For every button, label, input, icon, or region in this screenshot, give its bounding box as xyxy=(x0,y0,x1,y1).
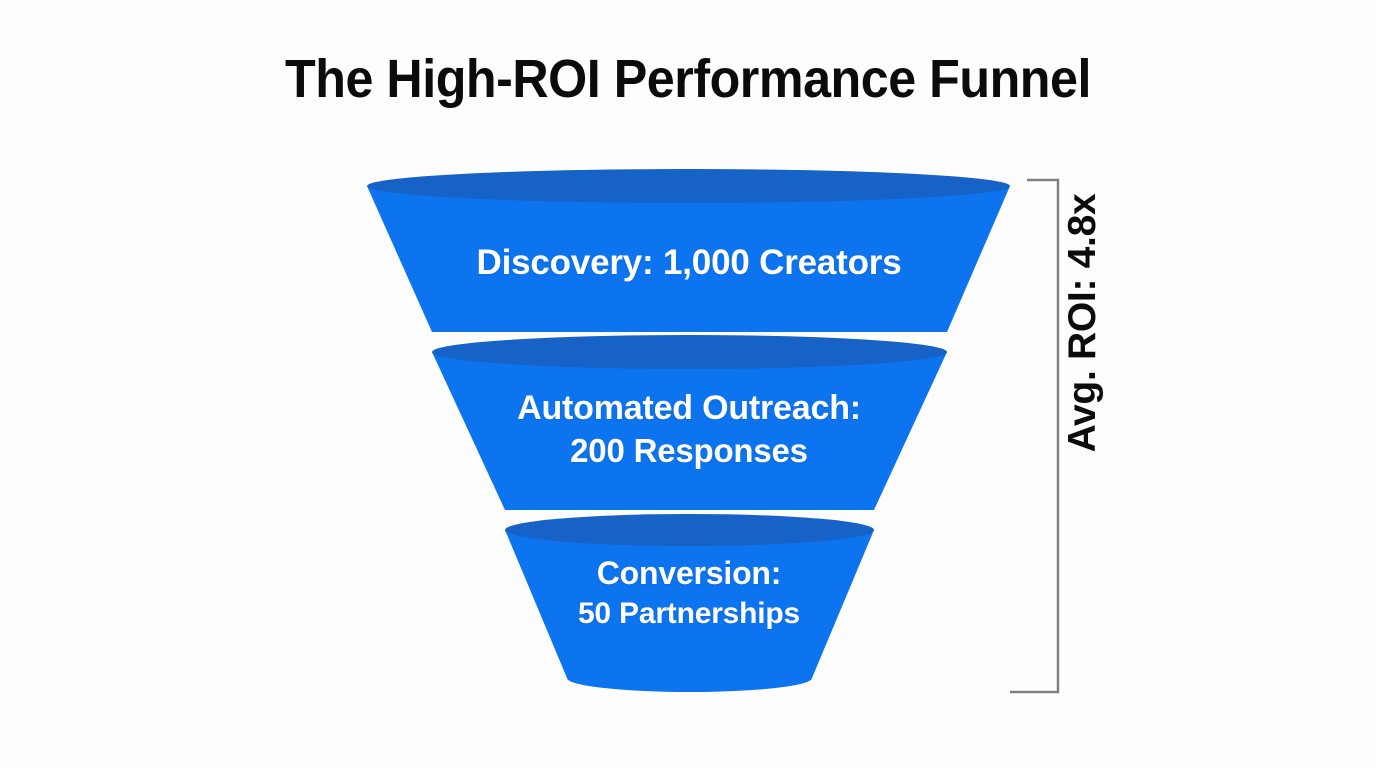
segment-body-discovery xyxy=(367,186,1010,332)
funnel-segment-discovery[interactable] xyxy=(367,169,1010,345)
segment-rim-conversion xyxy=(505,514,874,546)
page-title: The High-ROI Performance Funnel xyxy=(285,49,1091,109)
segment-rim-automated-outreach xyxy=(432,335,947,369)
funnel-segment-conversion[interactable] xyxy=(505,514,874,692)
funnel-segment-automated-outreach[interactable] xyxy=(432,335,947,522)
segment-body-conversion xyxy=(505,530,874,678)
roi-label: Avg. ROI: 4.8x xyxy=(1061,193,1104,453)
segment-base-discovery xyxy=(431,319,946,332)
segment-base-automated-outreach xyxy=(505,498,874,510)
segment-base-conversion xyxy=(567,664,812,692)
segment-body-automated-outreach xyxy=(432,352,947,510)
segment-rim-discovery xyxy=(367,169,1010,203)
roi-bracket xyxy=(1010,178,1060,694)
roi-bracket-line xyxy=(1010,178,1060,694)
